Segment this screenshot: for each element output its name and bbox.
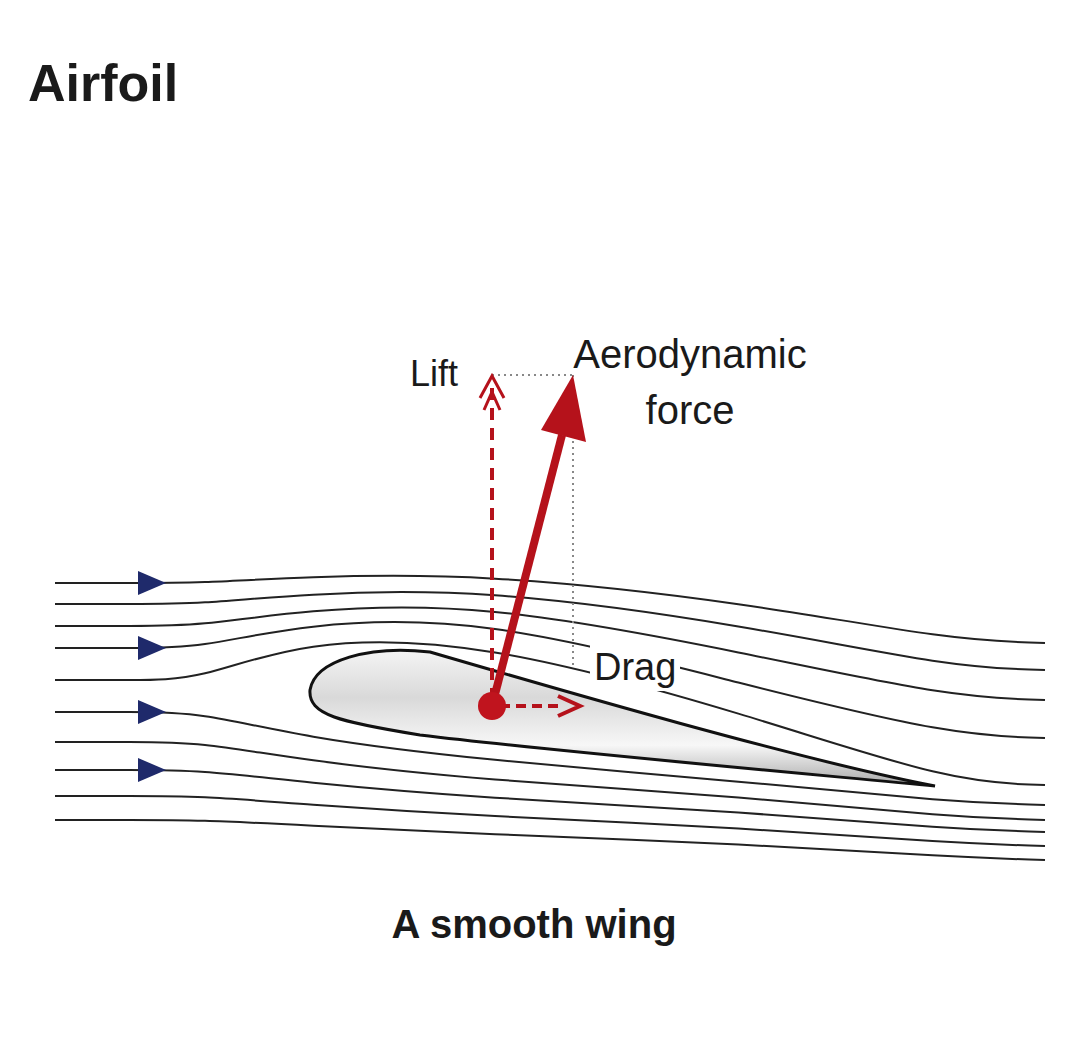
title: Airfoil — [28, 52, 178, 114]
streamline — [55, 592, 1045, 670]
force-arrowhead — [541, 375, 586, 442]
vector-label: Lift — [330, 352, 458, 395]
streamlines — [55, 571, 1045, 860]
flow-arrowhead — [138, 758, 166, 782]
center-of-pressure — [478, 692, 506, 720]
streamline — [55, 576, 1045, 643]
streamline — [55, 642, 1045, 785]
flow-arrowhead — [138, 571, 166, 595]
vector-label: Aerodynamic force — [540, 326, 840, 438]
force-vectors — [478, 375, 586, 720]
streamline — [55, 820, 1045, 860]
drag-vector — [500, 704, 560, 708]
guide-line — [492, 374, 573, 376]
flow-arrowhead — [138, 636, 166, 660]
caption: A smooth wing — [0, 900, 1068, 948]
flow-arrowhead — [138, 700, 166, 724]
vector-label: Drag — [590, 645, 680, 691]
lift-arrowhead — [480, 376, 504, 410]
drag-arrowhead — [558, 696, 580, 716]
aerodynamic-force-vector — [492, 435, 562, 706]
lift-vector — [490, 385, 494, 700]
